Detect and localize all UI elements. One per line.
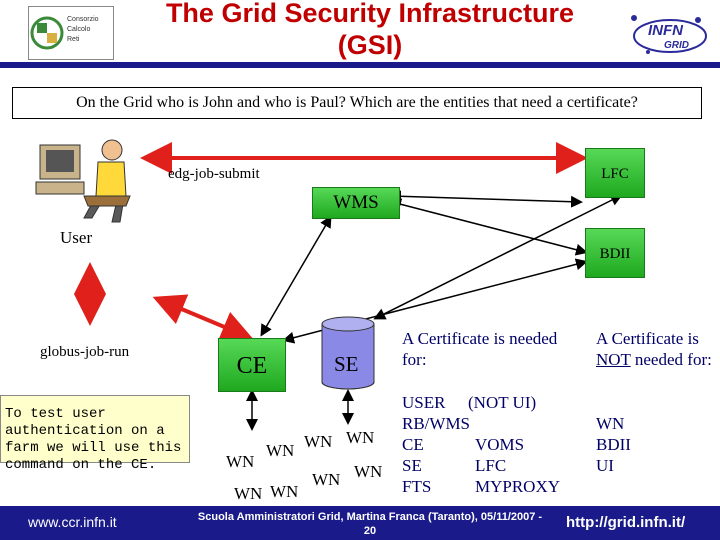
logo-text-1: Consorzio xyxy=(67,16,99,23)
cert-item: LFC xyxy=(475,456,507,475)
wn-label: WN xyxy=(304,432,333,451)
edg-job-submit-label: edg-job-submit xyxy=(168,166,260,182)
page-title-line1: The Grid Security Infrastructure xyxy=(165,0,575,28)
footer-center-line1: Scuola Amministratori Grid, Martina Fran… xyxy=(197,511,543,523)
wn-label: WN xyxy=(266,441,295,460)
wms-box: WMS xyxy=(312,187,400,219)
bdii-box: BDII xyxy=(585,228,645,278)
wn-label: WN xyxy=(270,482,299,501)
question-box: On the Grid who is John and who is Paul?… xyxy=(12,87,702,119)
cert-item: BDII xyxy=(596,435,631,454)
wms-bdii-arrow xyxy=(389,198,588,256)
cert-not-title-1: A Certificate is xyxy=(596,329,699,348)
wms-ce-arrow xyxy=(260,215,332,337)
footer-band xyxy=(0,506,720,540)
header xyxy=(0,0,720,68)
cert-not-title-not: NOT xyxy=(596,350,631,369)
grid-text: GRID xyxy=(664,40,689,51)
cert-item: VOMS xyxy=(475,435,525,454)
cert-item: RB/WMS xyxy=(402,414,471,433)
cert-needed-col2: VOMS LFC MYPROXY xyxy=(475,434,560,497)
cert-not-title-2: needed for: xyxy=(634,350,712,369)
user-label: User xyxy=(60,228,93,247)
lfc-se-arrow xyxy=(373,194,623,320)
cert-item: WN xyxy=(596,414,625,433)
consortium-logo-graphic xyxy=(30,16,64,50)
cert-item: FTS xyxy=(402,477,432,496)
wms-lfc-arrow xyxy=(389,190,583,208)
user-computer-icon xyxy=(35,139,131,223)
se-label: SE xyxy=(334,352,359,376)
cert-needed-title: A Certificate is needed for: xyxy=(402,329,558,369)
cert-item: SE xyxy=(402,456,422,475)
wn-label: WN xyxy=(234,484,263,503)
footer-center-line2: 20 xyxy=(363,525,377,537)
cert-needed-note: (NOT UI) xyxy=(468,393,537,412)
cert-item: UI xyxy=(596,456,614,475)
header-band xyxy=(0,62,720,68)
cert-not-needed-list: WN BDII UI xyxy=(596,413,631,476)
logo-text-2: Calcolo xyxy=(67,26,91,33)
logo-text-3: Reti xyxy=(67,36,80,43)
wn-label: WN xyxy=(312,470,341,489)
lfc-box: LFC xyxy=(585,148,645,198)
page-title-line2: (GSI) xyxy=(337,30,403,60)
cert-item: CE xyxy=(402,435,424,454)
ce-box: CE xyxy=(218,338,286,392)
consortium-logo: Consorzio Calcolo Reti xyxy=(28,6,114,60)
globus-ce-arrow xyxy=(152,294,254,342)
footer-left-link[interactable]: www.ccr.infn.it xyxy=(28,514,117,530)
globus-job-run-label: globus-job-run xyxy=(40,344,130,360)
cert-not-needed-title: A Certificate is NOT needed for: xyxy=(596,328,716,370)
cert-needed-col1: USER RB/WMS CE SE FTS xyxy=(402,392,470,497)
wn-label: WN xyxy=(346,428,375,447)
wn-label: WN xyxy=(226,452,255,471)
infn-grid-logo: INFN GRID xyxy=(618,8,712,60)
note-box: To test user authentication on a farm we… xyxy=(0,395,190,473)
cert-item: MYPROXY xyxy=(475,477,561,496)
footer-right-link[interactable]: http://grid.infn.it/ xyxy=(566,514,686,531)
infn-logo-graphic xyxy=(631,15,707,54)
wn-label: WN xyxy=(354,462,383,481)
infn-text: INFN xyxy=(648,22,683,39)
se-cylinder xyxy=(321,316,375,390)
cert-item: USER xyxy=(402,393,446,412)
